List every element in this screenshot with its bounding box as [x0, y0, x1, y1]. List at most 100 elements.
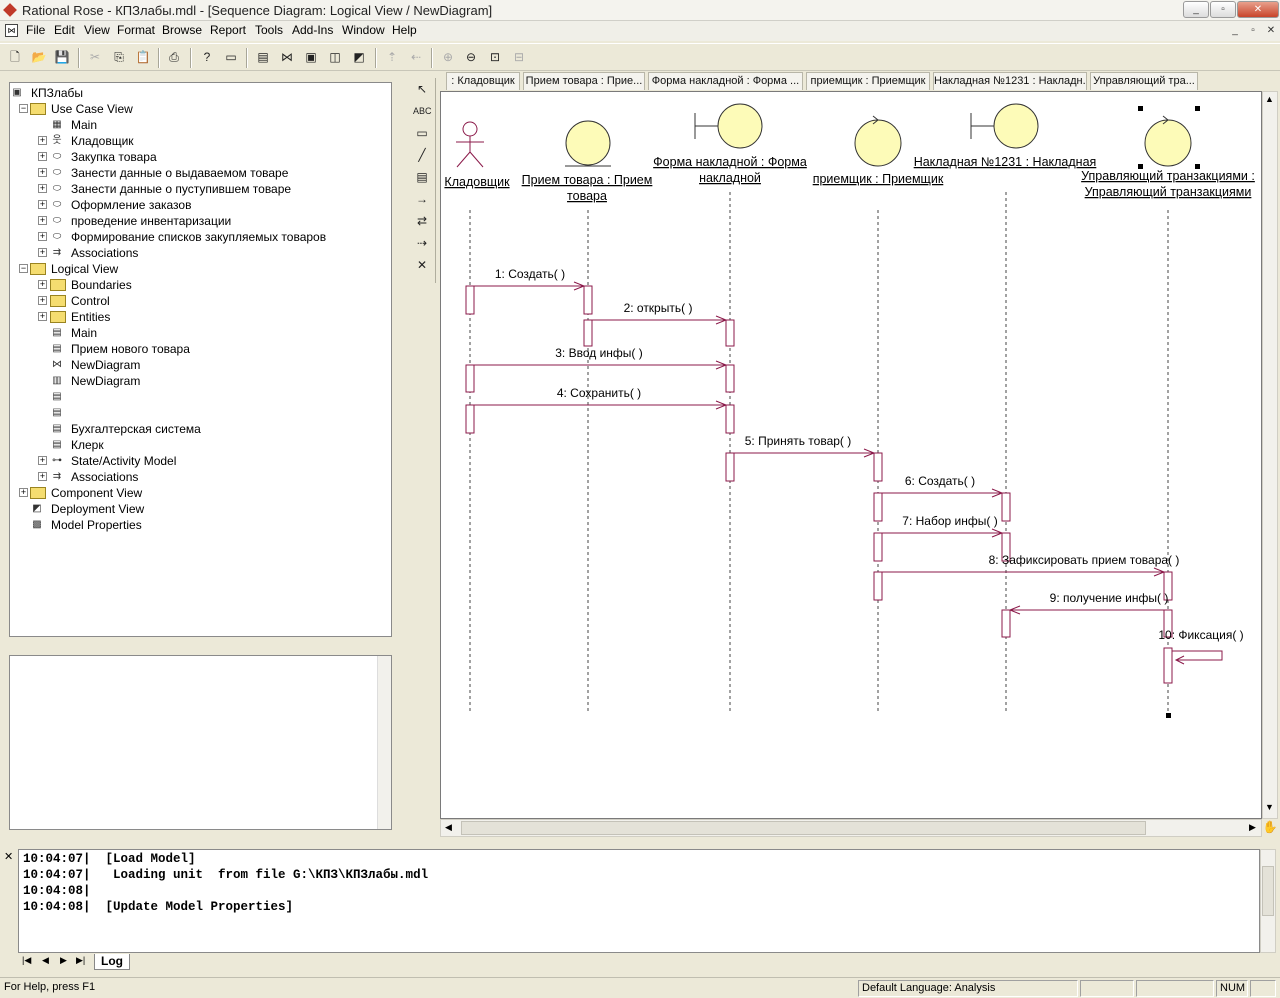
tab-priemshchik[interactable]: приемщик : Приемщик [806, 72, 930, 90]
tree-expander[interactable]: + [19, 487, 28, 497]
fit-in-window-icon[interactable]: ⊡ [489, 50, 501, 64]
actor-head-icon[interactable] [462, 121, 478, 137]
menu-format[interactable]: Format [117, 23, 156, 37]
activation-box[interactable] [1163, 609, 1173, 638]
tree-item[interactable]: Model Properties [51, 518, 142, 532]
scroll-down-arrow-icon[interactable]: ▼ [1265, 802, 1274, 812]
tree-item[interactable]: Закупка товара [71, 150, 157, 164]
activation-box[interactable] [465, 364, 475, 393]
activation-box[interactable] [873, 452, 883, 482]
browse-deployment-diagram-icon[interactable]: ◩ [353, 50, 365, 64]
tree-item[interactable]: Занести данные о выдаваемом товаре [71, 166, 289, 180]
mdi-minimize-icon[interactable]: _ [1232, 25, 1238, 36]
activation-box[interactable] [725, 452, 735, 482]
scroll-thumb[interactable] [461, 821, 1146, 835]
object-label[interactable]: приемщик : Приемщик [813, 172, 944, 186]
activation-box[interactable] [1001, 492, 1011, 522]
copy-icon[interactable]: ⎘ [114, 50, 124, 64]
menu-tools[interactable]: Tools [255, 23, 284, 37]
return-message-tool-icon[interactable]: ⇢ [416, 236, 428, 250]
note-tool-icon[interactable]: ▭ [416, 126, 428, 140]
browser-toggle-icon[interactable]: ▭ [225, 50, 237, 64]
object-label[interactable]: Накладная №1231 : Накладная [914, 155, 1097, 169]
scroll-up-arrow-icon[interactable]: ▲ [1265, 94, 1274, 104]
tree-item[interactable]: КПЗлабы [31, 86, 84, 100]
tree-item[interactable]: Control [71, 294, 110, 308]
message-label[interactable]: 1: Создать( ) [495, 267, 565, 281]
activation-box[interactable] [873, 571, 883, 601]
tree-item[interactable]: Кладовщик [71, 134, 134, 148]
tree-expander[interactable]: − [19, 103, 28, 113]
self-message-arrow[interactable] [1172, 650, 1223, 661]
object-message-tool-icon[interactable]: → [416, 192, 428, 206]
menu-report[interactable]: Report [210, 23, 247, 37]
browse-state-diagram-icon[interactable]: ◫ [329, 50, 341, 64]
tree-item[interactable]: NewDiagram [71, 358, 141, 372]
pan-hand-icon[interactable]: ✋ [1262, 820, 1278, 834]
tree-item[interactable]: Component View [51, 486, 143, 500]
open-icon[interactable]: 📂 [31, 50, 47, 64]
message-to-self-tool-icon[interactable]: ⇄ [416, 214, 428, 228]
control-icon[interactable] [1144, 119, 1192, 167]
new-icon[interactable]: 🗋 [10, 50, 20, 64]
tab-nakladnaya[interactable]: Накладная №1231 : Накладн... [933, 72, 1087, 90]
tree-item[interactable]: Бухгалтерская система [71, 422, 201, 436]
tree-item[interactable]: Прием нового товара [71, 342, 190, 356]
tree-item[interactable]: Boundaries [71, 278, 132, 292]
mdi-doc-icon[interactable]: ⋈ [5, 24, 18, 37]
browse-class-diagram-icon[interactable]: ▤ [257, 50, 269, 64]
log-window[interactable]: 10:04:07| [Load Model] 10:04:07| Loading… [18, 849, 1260, 953]
documentation-panel[interactable] [9, 655, 392, 830]
tree-item[interactable]: Entities [71, 310, 111, 324]
log-nav-first-icon[interactable]: |◀ [22, 955, 32, 965]
tree-item[interactable]: State/Activity Model [71, 454, 177, 468]
tree-item[interactable]: Logical View [51, 262, 119, 276]
boundary-icon[interactable] [717, 103, 763, 149]
tree-item[interactable]: Associations [71, 246, 139, 260]
activation-box[interactable] [1163, 647, 1173, 684]
tree-item[interactable]: Формирование списков закупляемых товаров [71, 230, 327, 244]
entity-icon[interactable] [565, 120, 611, 166]
control-arrow[interactable] [1162, 115, 1169, 125]
menu-browse[interactable]: Browse [162, 23, 203, 37]
object-label[interactable]: Форма накладной : Форма [653, 155, 807, 169]
tab-upravlyayushchiy[interactable]: Управляющий тра... [1090, 72, 1198, 90]
tree-expander[interactable]: + [38, 247, 47, 257]
object-label[interactable]: Прием товара : Прием [522, 173, 653, 187]
browse-parent-icon[interactable]: ⇡ [386, 50, 398, 64]
tree-expander[interactable]: + [38, 295, 47, 305]
tree-expander[interactable]: + [38, 311, 47, 321]
tree-expander[interactable]: + [38, 455, 47, 465]
selection-handle[interactable] [1195, 106, 1200, 111]
zoom-out-icon[interactable]: ⊖ [465, 50, 477, 64]
tree-expander[interactable]: + [38, 151, 47, 161]
object-tool-icon[interactable]: ▤ [416, 170, 428, 184]
tree-item[interactable]: Main [71, 326, 98, 340]
log-vertical-scrollbar[interactable] [1260, 849, 1276, 953]
tree-item[interactable]: Main [71, 118, 98, 132]
activation-box[interactable] [583, 285, 593, 315]
tree-item[interactable]: Клерк [71, 438, 104, 452]
tab-kladovshchik[interactable]: : Кладовщик [446, 72, 520, 90]
tree-expander[interactable]: + [38, 135, 47, 145]
tree-item[interactable]: Associations [71, 470, 139, 484]
browse-previous-icon[interactable]: ⇠ [410, 50, 422, 64]
print-icon[interactable]: ⎙ [169, 50, 179, 64]
anchor-note-tool-icon[interactable]: ╱ [418, 148, 426, 162]
activation-box[interactable] [725, 404, 735, 434]
scroll-right-arrow-icon[interactable]: ▶ [1249, 822, 1256, 832]
diagram-horizontal-scrollbar[interactable]: ◀ ▶ [440, 819, 1262, 837]
control-arrow[interactable] [872, 115, 879, 125]
browse-interaction-diagram-icon[interactable]: ⋈ [281, 50, 293, 64]
undo-fit-icon[interactable]: ⊟ [513, 50, 525, 64]
actor-leg[interactable] [469, 151, 484, 168]
log-nav-next-icon[interactable]: ▶ [60, 955, 67, 965]
message-label[interactable]: 5: Принять товар( ) [745, 434, 852, 448]
tree-expander[interactable]: + [38, 471, 47, 481]
menu-window[interactable]: Window [342, 23, 385, 37]
tree-expander[interactable]: + [38, 279, 47, 289]
browse-component-diagram-icon[interactable]: ▣ [305, 50, 317, 64]
context-help-icon[interactable]: ? [203, 50, 211, 64]
message-label[interactable]: 6: Создать( ) [905, 474, 975, 488]
